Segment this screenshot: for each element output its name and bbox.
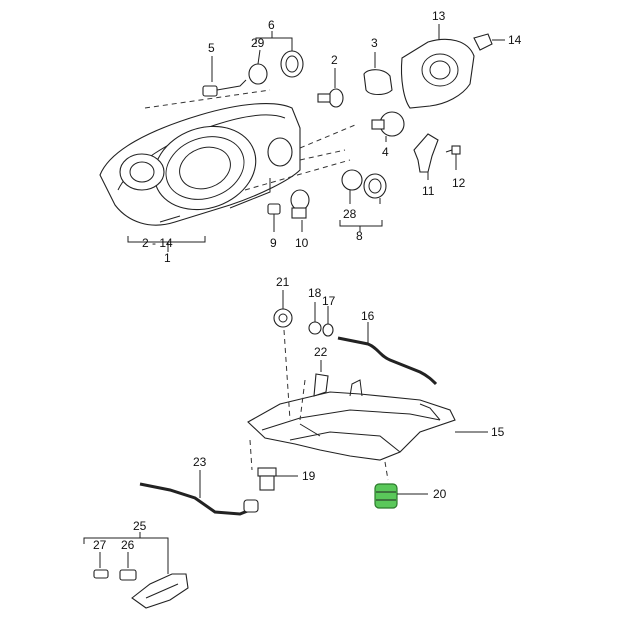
label-22: 22 [314,345,328,359]
seal-ring-29 [248,49,268,85]
label-13: 13 [432,9,446,23]
ring-part-28 [341,169,363,204]
label-1: 1 [164,251,171,265]
label-25: 25 [133,519,147,533]
label-15: 15 [491,425,505,439]
label-11: 11 [422,184,435,198]
leader-dash [249,439,253,471]
label-10: 10 [295,236,309,250]
label-26: 26 [121,538,135,552]
carrier-frame-15 [247,379,488,461]
bulb-part-9 [267,203,281,232]
label-19: 19 [302,469,316,483]
bracket-part-11 [413,133,439,180]
nut-part-17 [322,306,334,337]
leader-dash [384,461,389,481]
leader-dash [299,149,346,161]
label-17: 17 [322,294,336,308]
leader-dash [299,379,306,421]
label-9: 9 [270,236,277,250]
label-20: 20 [433,487,447,501]
bulb-part-5 [202,56,247,97]
knob-part-21 [273,290,293,328]
label-2: 2 [331,53,338,67]
cover-part-13 [400,24,475,109]
label-28: 28 [343,207,357,221]
washer-part-18 [308,302,322,335]
label-set: 1 2 - 14 2 3 4 5 6 8 9 10 11 12 13 14 15… [93,9,522,552]
label-6: 6 [268,18,275,32]
socket-part-26 [119,552,137,581]
label-14: 14 [508,33,522,47]
label-5: 5 [208,41,215,55]
bracket-8 [339,220,383,232]
bracket-2-14 [127,236,206,252]
lever-part-22 [313,360,329,397]
leader-dash [283,329,291,421]
label-8: 8 [356,229,363,243]
label-12: 12 [452,176,466,190]
bulb-part-27 [93,552,109,579]
bulb-part-2 [317,68,344,108]
clip-part-3 [363,52,393,96]
label-16: 16 [361,309,375,323]
cable-part-23 [139,470,259,516]
highlighted-part-20-body[interactable] [374,483,398,509]
cap-6 [280,44,304,78]
label-27: 27 [93,538,107,552]
leader-dash [144,89,271,109]
highlighted-part-20[interactable] [374,483,428,509]
connector-part-14 [473,33,505,51]
label-23: 23 [193,455,207,469]
label-2-14: 2 - 14 [142,236,173,250]
label-29: 29 [251,36,265,50]
leader-dash [244,159,351,191]
adjuster-rod-16 [337,322,438,386]
side-marker-lamp-25 [131,544,189,609]
socket-part-4 [371,111,405,142]
headlight-housing [99,103,301,226]
label-4: 4 [382,145,389,159]
socket-part-10 [290,189,310,232]
label-18: 18 [308,286,322,300]
label-3: 3 [371,36,378,50]
bracket-6 [255,31,293,44]
mount-part-19 [257,467,298,491]
screw-part-12 [445,145,461,170]
leader-dash [299,124,356,149]
label-21: 21 [276,275,290,289]
cap-part-8-sub [363,173,387,204]
bracket-25 [83,532,169,544]
